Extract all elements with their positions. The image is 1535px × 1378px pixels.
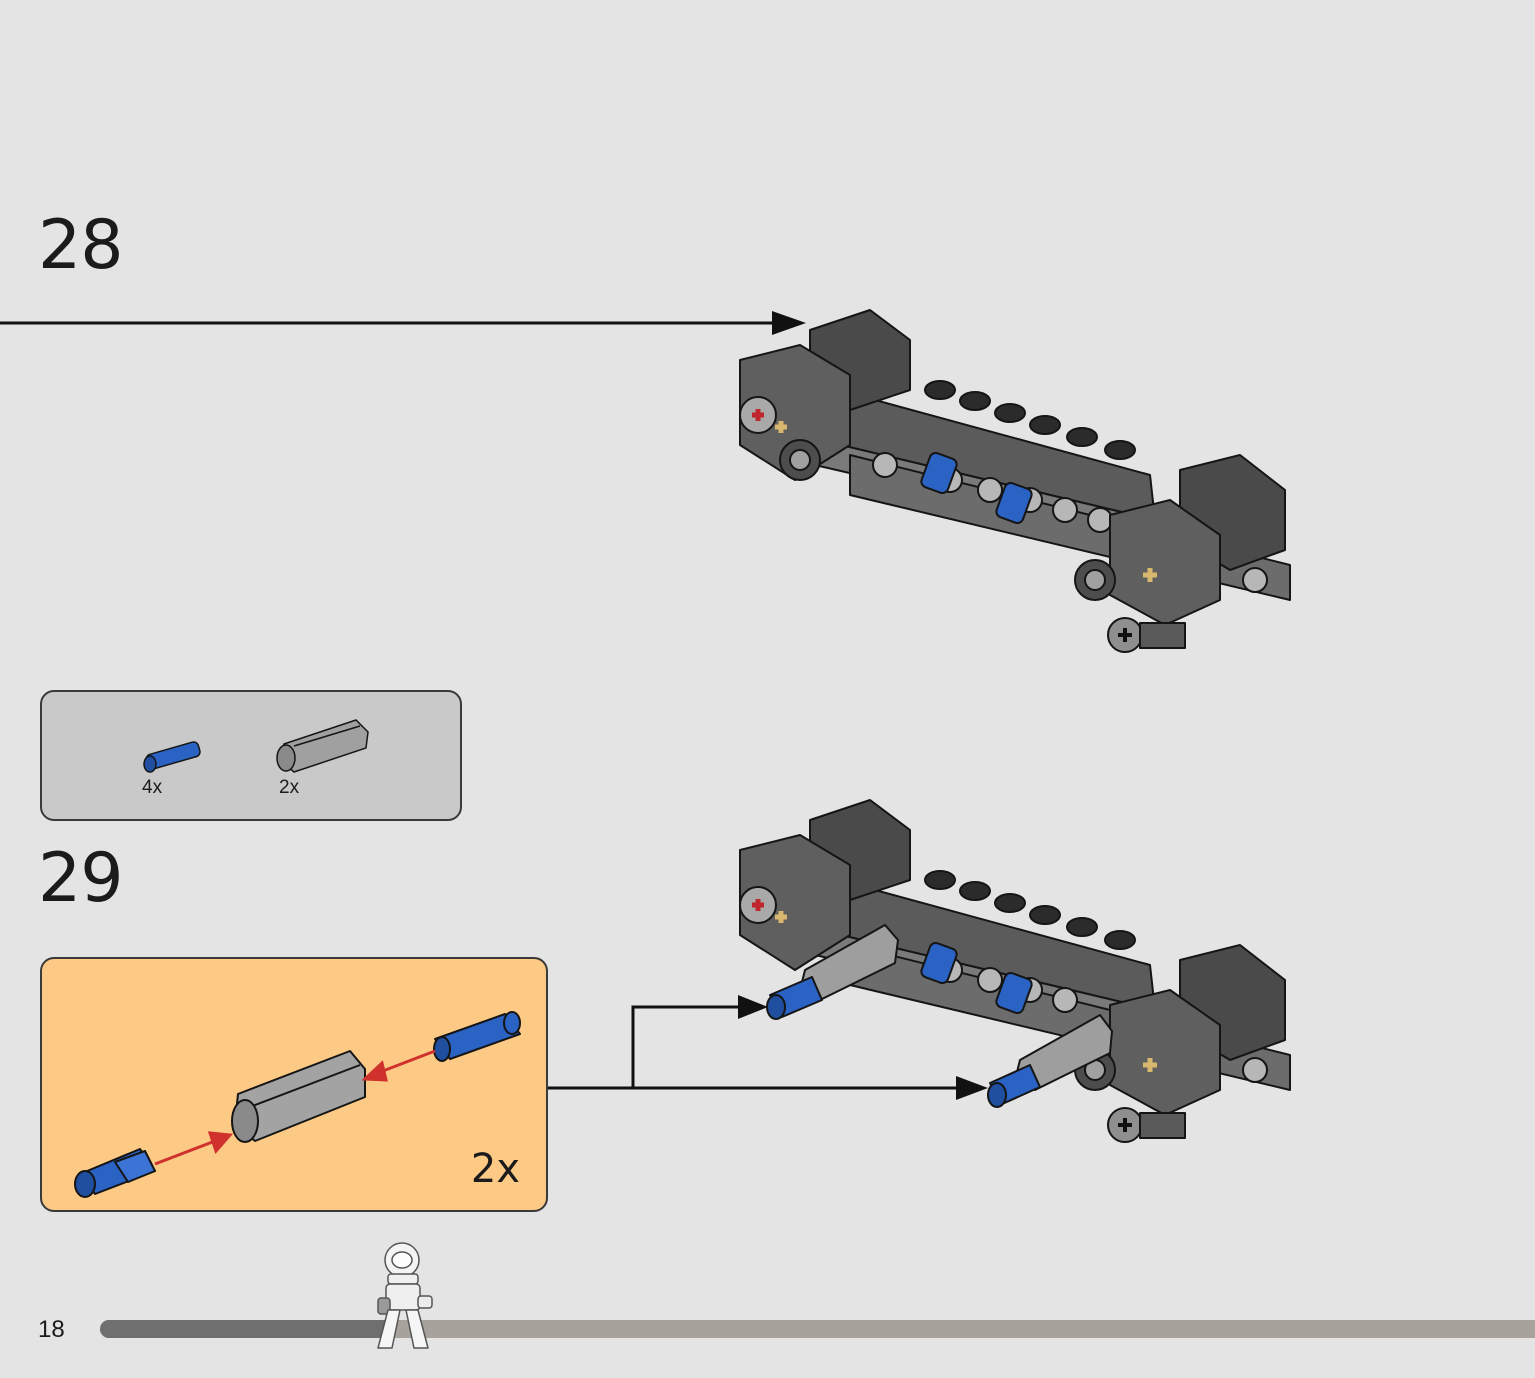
step-28-assembly-illustration (739, 309, 1291, 653)
subassembly-illustration (74, 1011, 521, 1198)
parts-list-box: 4x 2x (40, 690, 462, 821)
progress-bar (100, 1320, 1535, 1338)
step-29-assembly-illustration (739, 799, 1291, 1143)
step-29-number: 29 (38, 839, 124, 918)
progress-bar-fill (100, 1320, 387, 1338)
step-29-callout-arrows (548, 995, 988, 1100)
gray-axle-connector-icon (276, 719, 369, 773)
astronaut-minifigure-icon (377, 1242, 433, 1349)
blue-axle-pin-icon (143, 741, 201, 773)
subassembly-multiplier: 2x (470, 1146, 520, 1192)
step-28-callout-arrow (0, 311, 806, 335)
parts-quantity-gray-axle-connector: 2x (279, 777, 300, 798)
parts-quantity-blue-axle-pin: 4x (142, 777, 163, 798)
page-number: 18 (38, 1316, 65, 1343)
subassembly-box: 2x (40, 957, 548, 1212)
step-28-number: 28 (38, 206, 124, 285)
